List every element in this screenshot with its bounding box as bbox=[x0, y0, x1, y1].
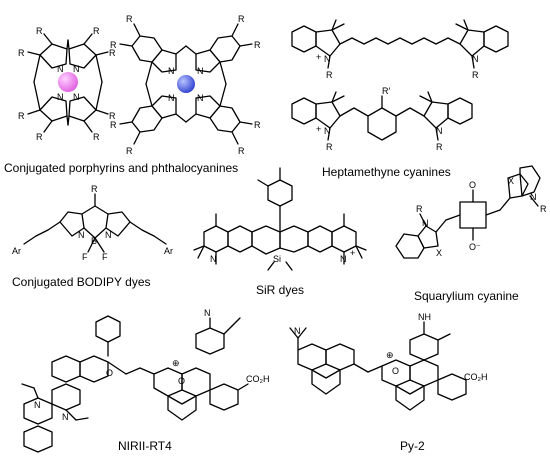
atom-r: R bbox=[18, 111, 25, 121]
atom-r: R bbox=[110, 120, 117, 130]
caption-py2: Py-2 bbox=[400, 439, 425, 453]
atom-n: N bbox=[530, 192, 537, 202]
atom-n: N bbox=[34, 400, 41, 410]
py2-structure: N O ⊕ NH CO₂H bbox=[289, 312, 488, 411]
atom-n: N bbox=[78, 230, 85, 240]
caption-nirii: NIRII-RT4 bbox=[118, 439, 172, 453]
atom-f: F bbox=[102, 252, 108, 262]
atom-ar: Ar bbox=[164, 246, 173, 256]
atom-r: R bbox=[254, 120, 261, 130]
atom-r: R bbox=[326, 70, 333, 80]
nirii-rt4-structure: O O ⊕ N N N CO₂H bbox=[21, 308, 270, 453]
caption-sir: SiR dyes bbox=[256, 283, 304, 297]
atom-n: N bbox=[105, 230, 112, 240]
atom-n: N bbox=[57, 92, 64, 102]
carboxylic-acid: CO₂H bbox=[464, 372, 488, 382]
squarylium-structure: O O⁻ N R X X N R bbox=[395, 165, 547, 259]
atom-r: R bbox=[540, 204, 547, 214]
atom-n: N bbox=[57, 64, 64, 74]
positive-charge: + bbox=[316, 124, 321, 134]
caption-heptamethyne: Heptamethyne cyanines bbox=[322, 165, 451, 179]
caption-squarylium: Squarylium cyanine bbox=[414, 289, 519, 303]
atom-r: R bbox=[109, 111, 116, 121]
atom-r: R bbox=[238, 14, 245, 24]
heptamethyne-cyanine-structure: R′ N + R N R bbox=[291, 86, 473, 152]
atom-n: N bbox=[210, 254, 217, 264]
atom-x: X bbox=[508, 176, 514, 186]
atom-r: R bbox=[18, 48, 25, 58]
atom-n: N bbox=[472, 54, 479, 64]
atom-o: O bbox=[469, 180, 476, 190]
positive-charge: + bbox=[316, 52, 321, 62]
atom-r: R bbox=[91, 184, 98, 194]
atom-r: R bbox=[326, 142, 333, 152]
phthalocyanine-structure: N N N N R R R R R R R R bbox=[110, 14, 261, 156]
atom-r: R bbox=[126, 146, 133, 156]
atom-n: N bbox=[324, 54, 331, 64]
atom-r-prime: R′ bbox=[382, 86, 390, 96]
atom-n: N bbox=[62, 412, 69, 422]
atom-n: N bbox=[197, 66, 204, 76]
atom-r: R bbox=[110, 40, 117, 50]
atom-r: R bbox=[109, 48, 116, 58]
caption-bodipy: Conjugated BODIPY dyes bbox=[12, 275, 151, 289]
atom-n: N bbox=[422, 218, 429, 228]
phthalocyanine-metal-center bbox=[177, 75, 195, 93]
atom-x: X bbox=[436, 248, 442, 258]
atom-n: N bbox=[197, 93, 204, 103]
atom-n: N bbox=[168, 93, 175, 103]
atom-b: B bbox=[91, 236, 97, 246]
atom-r: R bbox=[472, 70, 479, 80]
atom-r: R bbox=[126, 14, 133, 24]
porphyrin-metal-center bbox=[58, 72, 78, 92]
atom-n: N bbox=[324, 126, 331, 136]
atom-o: O bbox=[106, 368, 113, 378]
atom-si: Si bbox=[273, 254, 281, 264]
bodipy-structure: R N N B F F Ar Ar bbox=[12, 184, 173, 262]
atom-n: N bbox=[294, 326, 301, 336]
atom-r: R bbox=[93, 132, 100, 142]
atom-o-minus: O⁻ bbox=[469, 242, 481, 252]
atom-o: O bbox=[178, 376, 185, 386]
atom-r: R bbox=[416, 204, 423, 214]
atom-nh: NH bbox=[418, 312, 431, 322]
atom-r: R bbox=[36, 132, 43, 142]
porphyrin-structure: N N N N R R R R R R R R bbox=[18, 26, 116, 142]
atom-n: N bbox=[340, 254, 347, 264]
circled-plus-charge: ⊕ bbox=[172, 358, 180, 368]
atom-ar: Ar bbox=[12, 246, 21, 256]
atom-r: R bbox=[238, 146, 245, 156]
atom-r: R bbox=[93, 26, 100, 36]
atom-r: R bbox=[254, 40, 261, 50]
atom-n: N bbox=[204, 308, 211, 318]
atom-n: N bbox=[436, 126, 443, 136]
atom-o: O bbox=[392, 366, 399, 376]
caption-porphyrins: Conjugated porphyrins and phthalocyanine… bbox=[4, 161, 238, 175]
positive-charge: + bbox=[350, 248, 355, 258]
circled-plus-charge: ⊕ bbox=[386, 350, 394, 360]
atom-r: R bbox=[36, 26, 43, 36]
atom-r: R bbox=[436, 142, 443, 152]
sir-structure: Si N N + bbox=[193, 167, 367, 271]
carboxylic-acid: CO₂H bbox=[246, 374, 270, 384]
atom-n: N bbox=[73, 64, 80, 74]
atom-f: F bbox=[82, 252, 88, 262]
atom-n: N bbox=[73, 92, 80, 102]
atom-n: N bbox=[168, 66, 175, 76]
polymethine-cyanine-structure: N + R N R bbox=[291, 19, 509, 80]
